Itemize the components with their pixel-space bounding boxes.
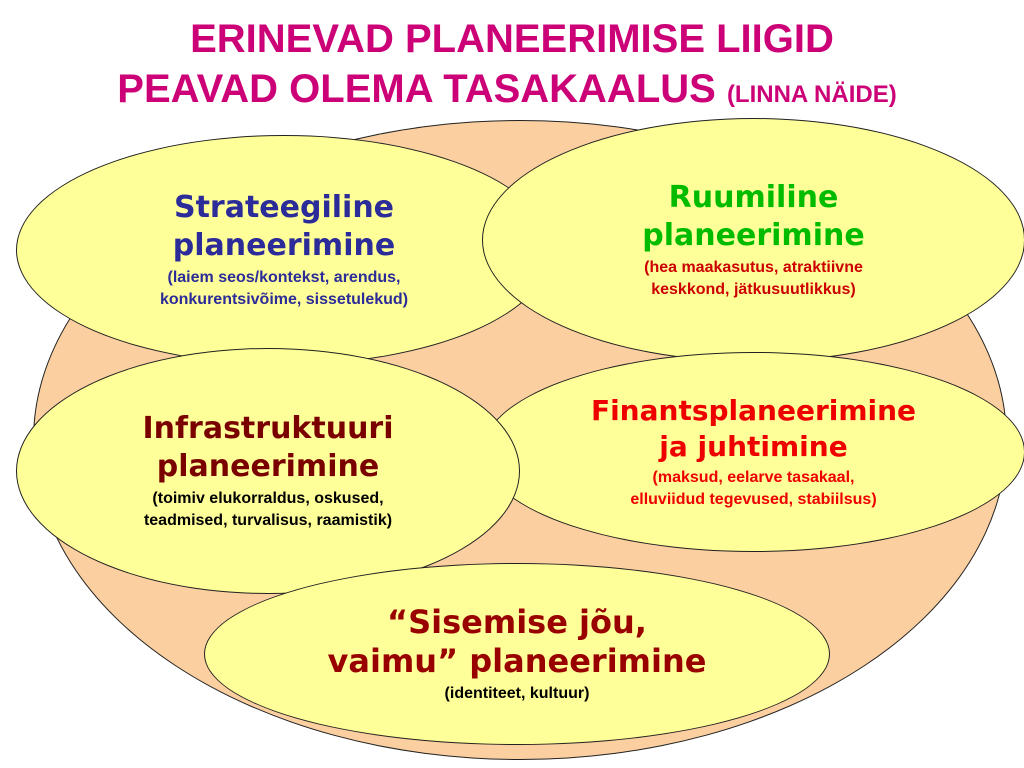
infrastructure-planning-oval: Infrastruktuuri planeerimine (toimiv elu… [16, 348, 520, 594]
title-line-2-wrap: PEAVAD OLEMA TASAKAALUS (LINNA NÄIDE) [0, 64, 1024, 120]
inner-sub-1: (identiteet, kultuur) [444, 685, 590, 702]
financial-head-2: ja juhtimine [659, 430, 848, 463]
infrastructure-sub-2: teadmised, turvalisus, raamistik) [143, 512, 393, 529]
title-line-2: PEAVAD OLEMA TASAKAALUS [117, 67, 716, 111]
title-line-2-small: (LINNA NÄIDE) [726, 81, 897, 108]
financial-sub-1: (maksud, eelarve tasakaal, [652, 469, 855, 486]
strategic-head-2: planeerimine [172, 228, 396, 263]
inner-strength-planning-oval: “Sisemise jõu, vaimu” planeerimine (iden… [204, 563, 830, 745]
strategic-head-1: Strateegiline [173, 190, 395, 225]
inner-head-2: vaimu” planeerimine [327, 642, 707, 680]
infrastructure-head-1: Infrastruktuuri [142, 411, 394, 446]
infrastructure-head-2: planeerimine [156, 449, 380, 484]
infrastructure-sub-1: (toimiv elukorraldus, oskused, [152, 490, 384, 507]
title-line-1: ERINEVAD PLANEERIMISE LIIGID [190, 17, 834, 61]
financial-sub-2: elluviidud tegevused, stabiilsus) [630, 491, 877, 508]
spatial-head-1: Ruumiline [668, 180, 839, 215]
strategic-planning-oval: Strateegiline planeerimine (laiem seos/k… [16, 135, 552, 365]
strategic-sub-1: (laiem seos/kontekst, arendus, [167, 269, 401, 286]
slide-title: ERINEVAD PLANEERIMISE LIIGID PEAVAD OLEM… [0, 14, 1024, 120]
spatial-planning-oval: Ruumiline planeerimine (hea maakasutus, … [482, 118, 1024, 362]
financial-head-1: Finantsplaneerimine [590, 394, 917, 427]
strategic-sub-2: konkurentsivõime, sissetulekud) [159, 291, 409, 308]
financial-planning-oval: Finantsplaneerimine ja juhtimine (maksud… [482, 352, 1024, 552]
spatial-sub-1: (hea maakasutus, atraktiivne [644, 259, 863, 276]
spatial-sub-2: keskkond, jätkusuutlikkus) [651, 281, 856, 298]
inner-head-1: “Sisemise jõu, [387, 603, 647, 641]
spatial-head-2: planeerimine [642, 218, 865, 253]
